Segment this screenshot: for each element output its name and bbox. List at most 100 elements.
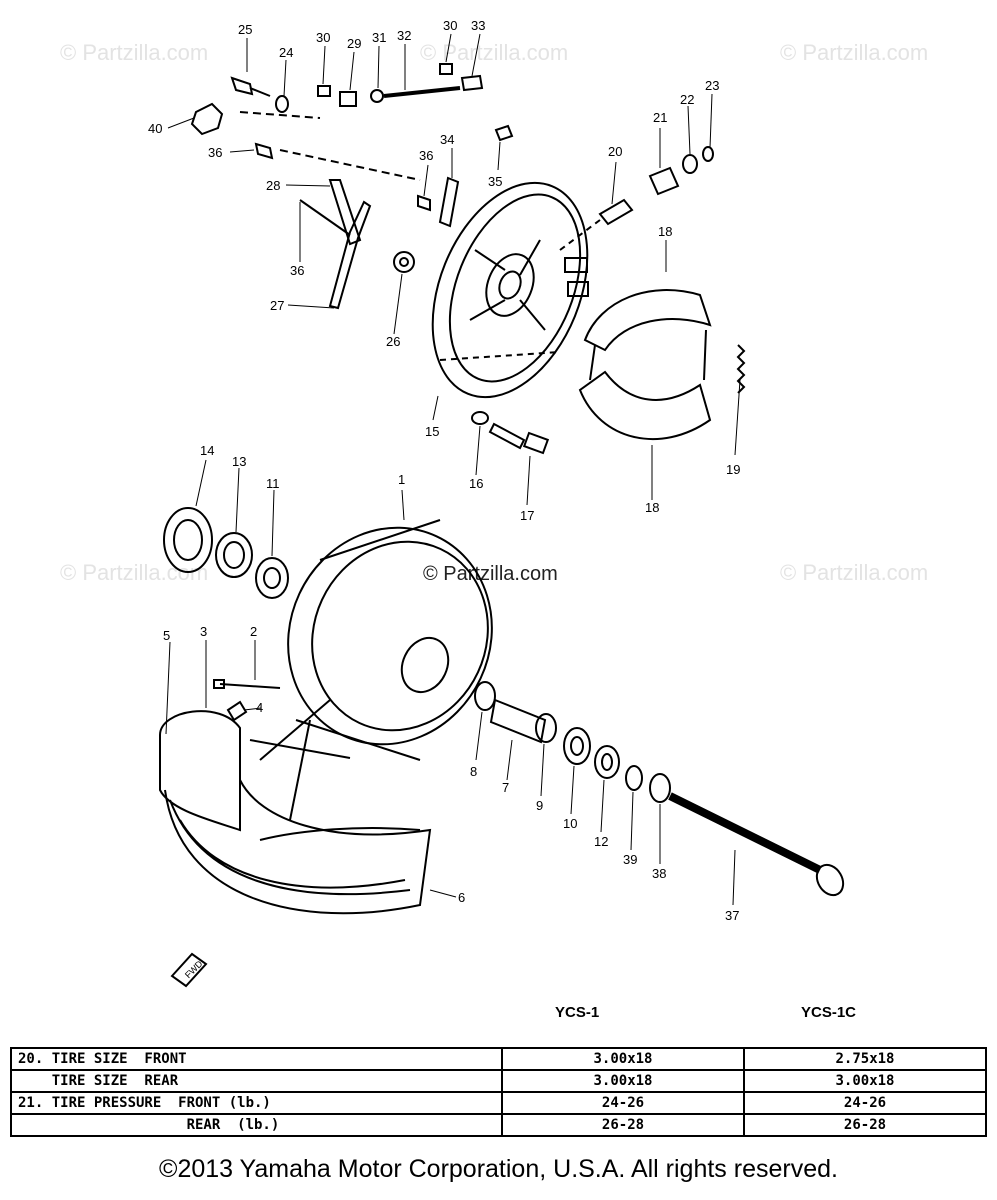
callout-label: 1 <box>398 472 405 487</box>
cam-28 <box>328 179 362 246</box>
callout-label: 23 <box>705 78 719 93</box>
callout-label: 17 <box>520 508 534 523</box>
nut-40 <box>190 102 224 136</box>
spacer-7 <box>489 698 547 744</box>
watermark: © Partzilla.com <box>420 40 568 65</box>
callout-label: 12 <box>594 834 608 849</box>
callout-label: 24 <box>279 45 293 60</box>
row-value-ycs1c: 24-26 <box>743 1091 987 1115</box>
washer-31 <box>370 89 384 103</box>
table-row: REAR (lb.) 26-28 26-28 <box>10 1113 987 1137</box>
table-row: 20. TIRE SIZE FRONT 3.00x18 2.75x18 <box>10 1047 987 1071</box>
fwd-arrow <box>170 952 208 988</box>
lever-27 <box>328 200 372 310</box>
parts-diagram: © Partzilla.com © Partzilla.com © Partzi… <box>60 18 928 988</box>
rod-34 <box>438 176 460 228</box>
row-value-ycs1c: 26-28 <box>743 1113 987 1137</box>
bolt-2 <box>213 679 225 689</box>
callout-label: 34 <box>440 132 454 147</box>
row-label: TIRE SIZE REAR <box>10 1069 503 1093</box>
callout-label: 3 <box>200 624 207 639</box>
leader-lines <box>165 33 741 906</box>
row-value-ycs1c: 2.75x18 <box>743 1047 987 1071</box>
nut-29 <box>339 91 357 107</box>
callout-labels: 1 2 3 4 5 6 7 8 9 10 11 12 13 14 15 16 1… <box>148 18 740 980</box>
callout-label: 40 <box>148 121 162 136</box>
nipple-36a <box>254 142 274 160</box>
ring-8 <box>474 681 496 711</box>
row-value-ycs1: 3.00x18 <box>501 1047 745 1071</box>
row-label: 20. TIRE SIZE FRONT <box>10 1047 503 1071</box>
callout-label: 14 <box>200 443 214 458</box>
spec-table: 20. TIRE SIZE FRONT 3.00x18 2.75x18 TIRE… <box>10 1047 987 1137</box>
washer-16 <box>471 411 489 425</box>
callout-label: 16 <box>469 476 483 491</box>
callout-label: 6 <box>458 890 465 905</box>
callout-label: 5 <box>163 628 170 643</box>
callout-label: 20 <box>608 144 622 159</box>
tire-5 <box>159 710 241 832</box>
callout-label: 30 <box>443 18 457 33</box>
collar-39 <box>625 765 643 791</box>
spring-19 <box>736 344 746 394</box>
bolt-35 <box>494 124 514 142</box>
brake-plate-15 <box>431 181 589 399</box>
brake-shoe-18b <box>578 370 712 441</box>
row-value-ycs1: 24-26 <box>501 1091 745 1115</box>
callout-label: 36 <box>419 148 433 163</box>
bolt-30b <box>439 63 453 75</box>
callout-label: 8 <box>470 764 477 779</box>
nipple-36b <box>417 194 431 212</box>
washer-22 <box>682 154 698 174</box>
callout-label: 9 <box>536 798 543 813</box>
washer-38 <box>649 773 671 803</box>
row-value-ycs1c: 3.00x18 <box>743 1069 987 1093</box>
gear-20 <box>598 198 634 226</box>
row-label: 21. TIRE PRESSURE FRONT (lb.) <box>10 1091 503 1115</box>
gear-21 <box>648 166 680 196</box>
bolt-30a <box>317 85 331 97</box>
copyright-footer: ©2013 Yamaha Motor Corporation, U.S.A. A… <box>159 1155 838 1183</box>
callout-label: 22 <box>680 92 694 107</box>
tire-6 <box>164 779 432 915</box>
row-label: REAR (lb.) <box>10 1113 503 1137</box>
callout-label: 2 <box>250 624 257 639</box>
callout-label: 7 <box>502 780 509 795</box>
brake-shoe-18a <box>583 289 712 352</box>
clip-23 <box>702 146 714 162</box>
watermark-center: © Partzilla.com <box>423 563 558 585</box>
watermark: © Partzilla.com <box>780 40 928 65</box>
sprocket-14 <box>163 507 213 573</box>
axle-37 <box>668 792 822 874</box>
shaft-16 <box>488 422 526 450</box>
cam-17 <box>522 431 550 455</box>
bolt-25 <box>230 76 254 96</box>
rod-32 <box>383 86 461 98</box>
callout-label: 18 <box>645 500 659 515</box>
clip-4 <box>226 700 248 722</box>
callout-label: 33 <box>471 18 485 33</box>
seal-13 <box>215 532 253 578</box>
callout-label: 15 <box>425 424 439 439</box>
bearing-11 <box>255 557 289 599</box>
cam-boss <box>564 257 588 273</box>
callout-label: 19 <box>726 462 740 477</box>
callout-label: 39 <box>623 852 637 867</box>
callout-label: 36 <box>290 263 304 278</box>
watermark: © Partzilla.com <box>780 560 928 585</box>
watermark: © Partzilla.com <box>60 40 208 65</box>
washer-24 <box>275 95 289 113</box>
callout-label: 27 <box>270 298 284 313</box>
parts-drawing <box>159 63 845 988</box>
column-header-ycs1c: YCS-1C <box>801 1004 857 1021</box>
callout-label: 28 <box>266 178 280 193</box>
callout-label: 13 <box>232 454 246 469</box>
column-header-ycs1: YCS-1 <box>555 1004 600 1021</box>
seal-9 <box>535 713 557 743</box>
callout-label: 35 <box>488 174 502 189</box>
callout-label: 4 <box>256 700 263 715</box>
callout-label: 38 <box>652 866 666 881</box>
callout-label: 36 <box>208 145 222 160</box>
row-value-ycs1: 26-28 <box>501 1113 745 1137</box>
callout-label: 32 <box>397 28 411 43</box>
